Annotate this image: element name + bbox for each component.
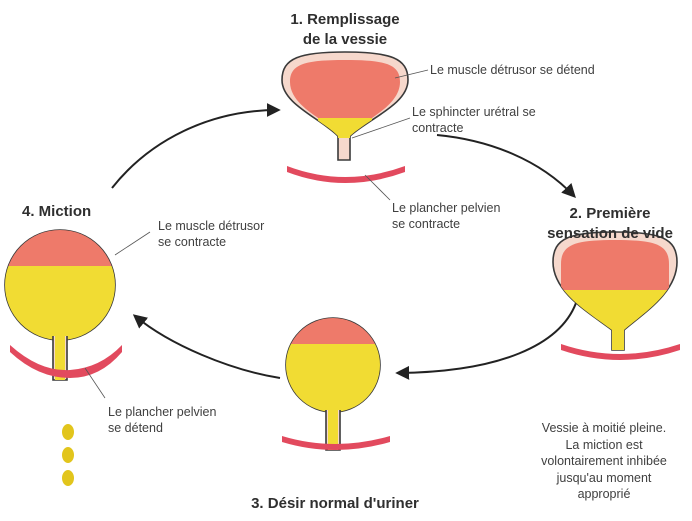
step1-floor-line1: Le plancher pelvien [392,200,500,216]
step4-detrusor-line2: se contracte [158,234,264,250]
step1-sphincter-line1: Le sphincter urétral se [412,104,536,120]
step1-floor-line2: se contracte [392,216,500,232]
arrow-1-to-2 [437,135,574,196]
step2-note-line2: La miction est [518,437,690,454]
urine-drop-3 [62,470,74,486]
step4-floor-line2: se détend [108,420,216,436]
urine-drop-1 [62,424,74,440]
urine-drop-2 [62,447,74,463]
step2-title-line2: sensation de vide [530,224,690,244]
step1-title-line2: de la vessie [270,30,420,50]
step4-detrusor-line1: Le muscle détrusor [158,218,264,234]
step2-note-line4: jusqu'au moment [518,470,690,487]
leader-detrusor-4 [115,232,150,255]
arrow-4-to-1 [112,110,278,188]
step1-title: 1. Remplissage de la vessie [270,10,420,50]
arrow-2-to-3 [398,303,576,373]
step2-note-line3: volontairement inhibée [518,453,690,470]
step1-title-line1: 1. Remplissage [270,10,420,30]
step2-note: Vessie à moitié pleine. La miction est v… [518,420,690,503]
step1-detrusor-label: Le muscle détrusor se détend [430,62,595,78]
step2-title: 2. Première sensation de vide [530,204,690,244]
bladder-normal-desire [280,312,390,450]
step1-sphincter-line2: contracte [412,120,536,136]
arrow-3-to-4 [135,316,280,378]
pelvic-floor-1 [287,166,405,183]
bladder-filling [282,52,408,160]
step1-floor-label: Le plancher pelvien se contracte [392,200,500,232]
step4-floor-line1: Le plancher pelvien [108,404,216,420]
step3-title: 3. Désir normal d'uriner [225,494,445,514]
step2-note-line1: Vessie à moitié pleine. [518,420,690,437]
step1-sphincter-label: Le sphincter urétral se contracte [412,104,536,136]
bladder-first-sensation [553,232,677,350]
step4-title: 4. Miction [22,202,122,222]
step2-note-line5: approprié [518,486,690,503]
step4-detrusor-label: Le muscle détrusor se contracte [158,218,264,250]
step4-floor-label: Le plancher pelvien se détend [108,404,216,436]
step2-title-line1: 2. Première [530,204,690,224]
